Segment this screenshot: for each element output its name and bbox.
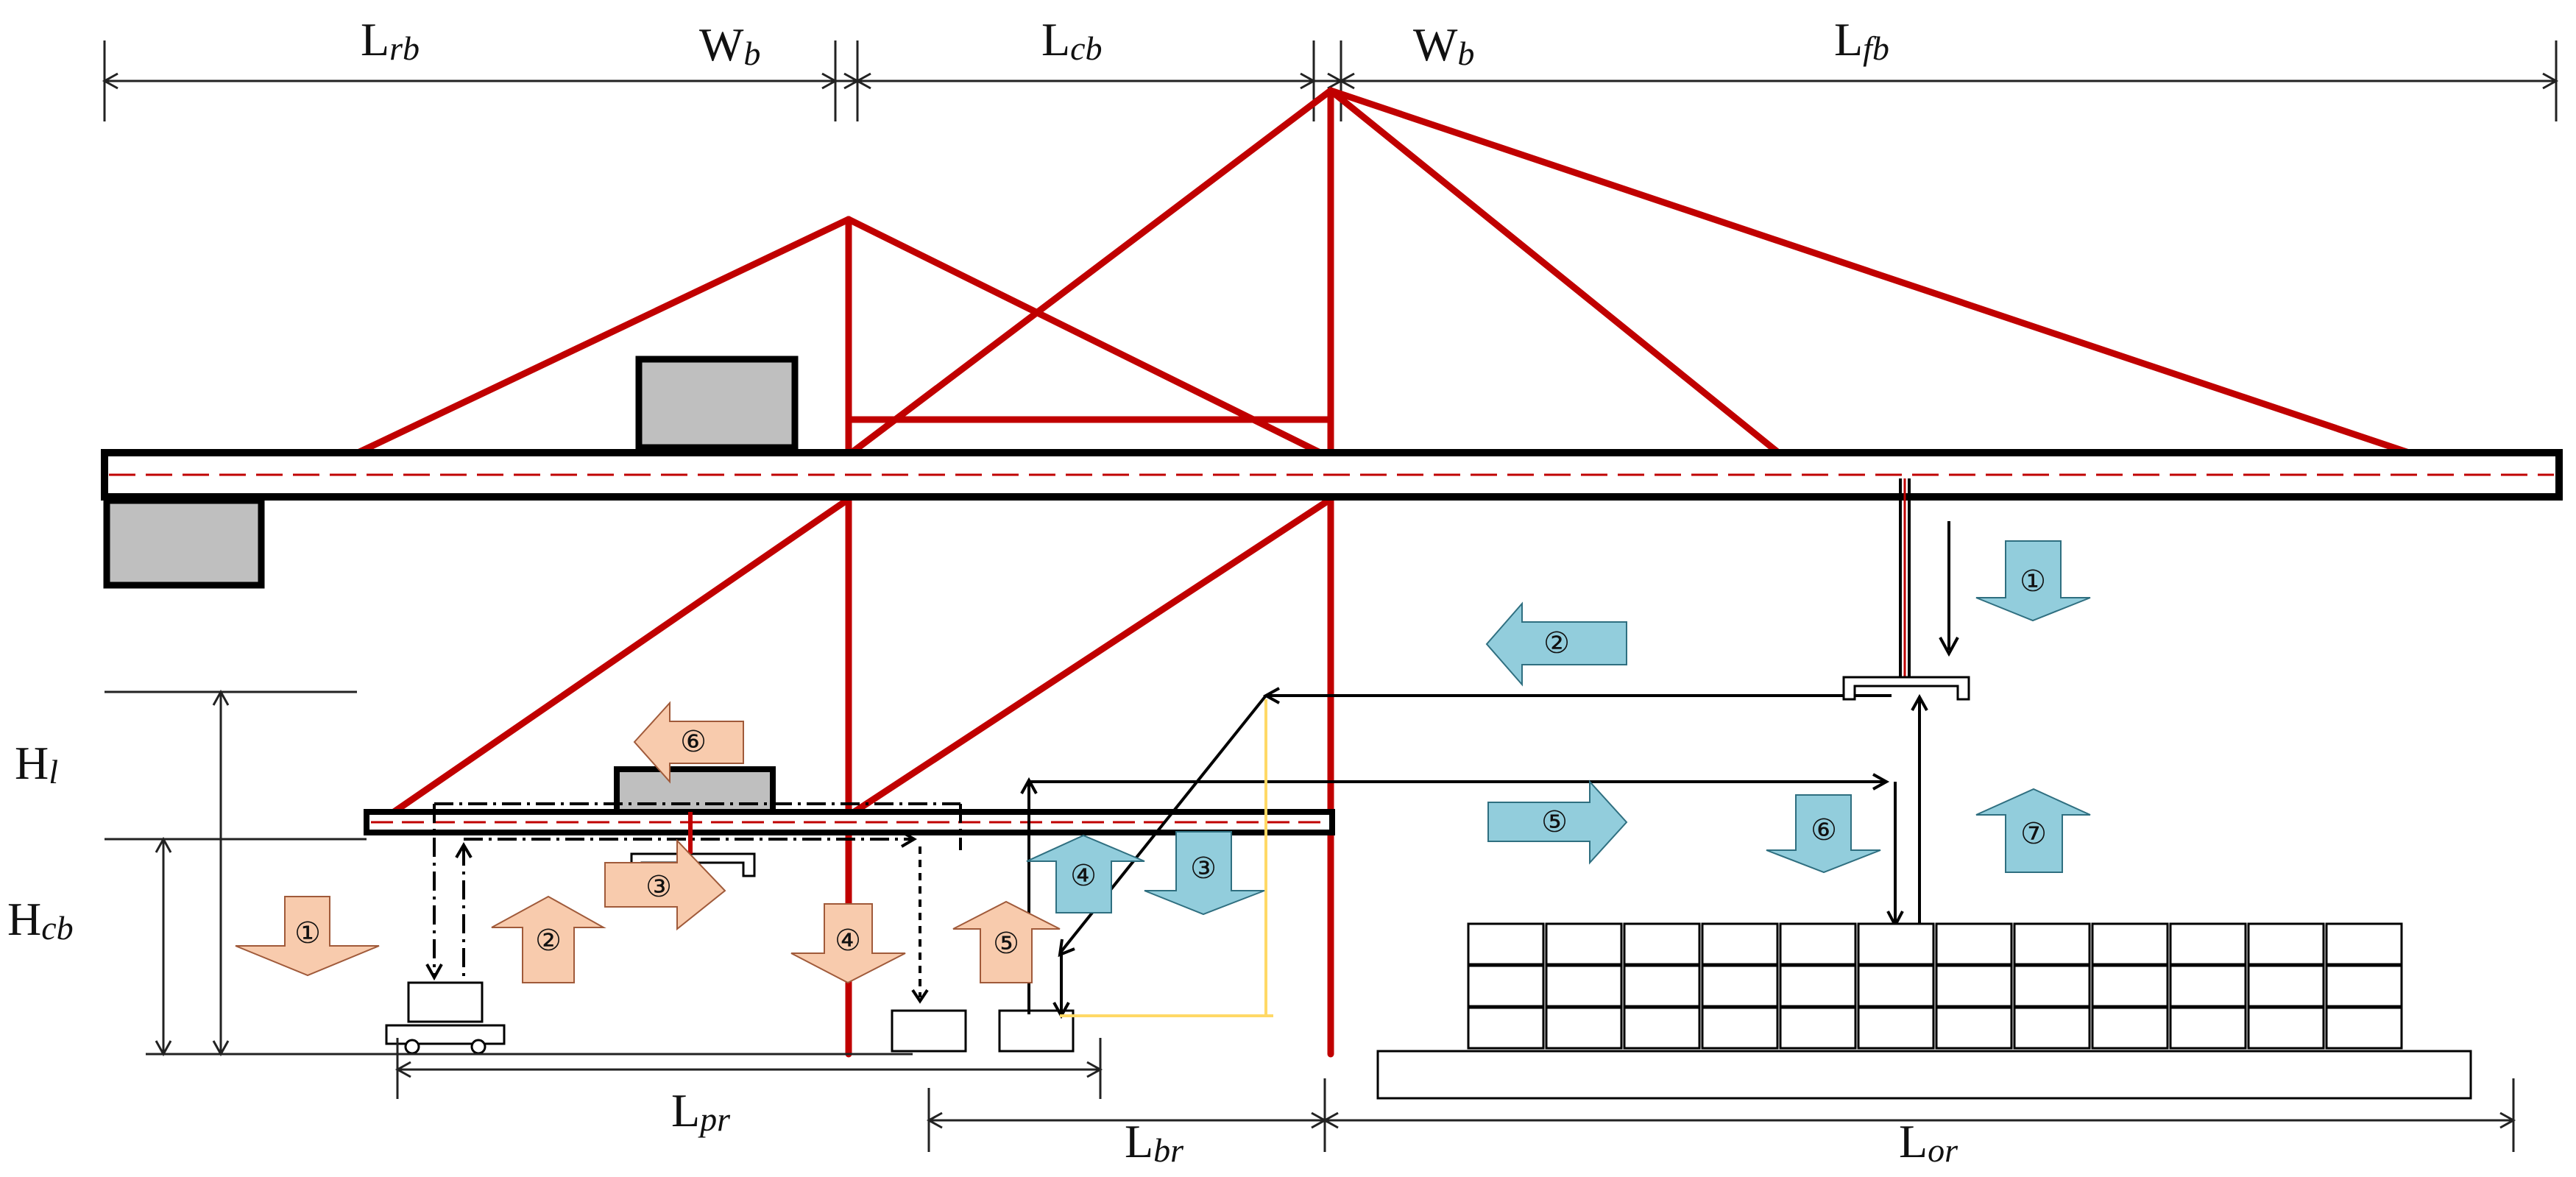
svg-text:③: ③ — [645, 870, 672, 904]
yellow-path — [1060, 699, 1273, 1017]
svg-text:②: ② — [1543, 626, 1570, 660]
vessel-container — [2169, 922, 2247, 966]
main-spreader — [1842, 676, 1970, 701]
blue-step-2: ② — [1485, 601, 1627, 687]
vessel-container — [1623, 1006, 1701, 1050]
vessel-container — [2169, 964, 2247, 1008]
ground-container-1 — [891, 1009, 967, 1053]
label-front-boom: Lfb — [1834, 13, 1889, 67]
agv — [385, 981, 506, 1055]
svg-text:②: ② — [535, 924, 562, 958]
label-cross-beam-height: Hcb — [7, 893, 74, 947]
height-dimensions — [105, 689, 913, 1057]
vessel-container — [2169, 1006, 2247, 1050]
orange-step-3: ③ — [604, 838, 726, 931]
blue-step-6: ⑥ — [1766, 794, 1881, 874]
platform-beam — [364, 809, 1335, 835]
label-backreach: Lbr — [1125, 1115, 1184, 1169]
vessel-container — [2325, 922, 2403, 966]
svg-text:④: ④ — [1070, 859, 1097, 893]
vessel-container — [1545, 964, 1623, 1008]
vessel-container — [1623, 964, 1701, 1008]
vessel-container — [2247, 1006, 2325, 1050]
svg-text:⑤: ⑤ — [993, 927, 1019, 961]
svg-text:①: ① — [294, 916, 321, 950]
vessel-container — [1467, 922, 1545, 966]
blue-step-5: ⑤ — [1487, 780, 1628, 865]
platform-trolley — [614, 766, 776, 815]
vessel-container — [1857, 964, 1935, 1008]
label-backreach-width-right: Wb — [1413, 18, 1474, 72]
vessel-container — [2091, 1006, 2169, 1050]
vessel-container — [2247, 964, 2325, 1008]
vessel-container — [2325, 1006, 2403, 1050]
vessel-container — [1857, 1006, 1935, 1050]
bottom-dimensions — [394, 1038, 2516, 1152]
vessel-container — [1857, 922, 1935, 966]
vessel-container — [1935, 964, 2013, 1008]
vessel-container — [2325, 964, 2403, 1008]
vessel-container — [1779, 922, 1857, 966]
vessel-container — [1779, 964, 1857, 1008]
vessel-container — [1467, 964, 1545, 1008]
svg-text:⑥: ⑥ — [680, 725, 707, 759]
svg-text:③: ③ — [1190, 852, 1217, 886]
label-backreach-width-left: Wb — [699, 18, 760, 72]
label-lift-height: Hl — [15, 737, 58, 791]
label-platform-reach: Lpr — [671, 1084, 731, 1138]
vessel-container — [1623, 922, 1701, 966]
crane-structure — [350, 87, 2419, 1058]
main-boom — [101, 449, 2563, 501]
top-dimension-line — [102, 40, 2559, 121]
vessel-container — [1779, 1006, 1857, 1050]
orange-step-1: ① — [235, 896, 380, 977]
vessel-container — [2013, 964, 2091, 1008]
vessel-container — [1545, 922, 1623, 966]
label-rear-boom: Lrb — [361, 13, 420, 67]
vessel-container — [1701, 964, 1779, 1008]
svg-text:①: ① — [2020, 565, 2046, 598]
orange-step-6: ⑥ — [633, 701, 744, 784]
vessel-container — [2013, 1006, 2091, 1050]
vessel-container — [2091, 964, 2169, 1008]
container-stack — [1467, 922, 2403, 1050]
blue-step-4: ④ — [1026, 834, 1145, 913]
vessel-container — [2091, 922, 2169, 966]
label-outreach: Lor — [1899, 1115, 1958, 1169]
platform-paths — [425, 802, 962, 1004]
vessel-container — [2247, 922, 2325, 966]
svg-text:⑦: ⑦ — [2020, 817, 2047, 851]
label-cross-beam: Lcb — [1041, 13, 1103, 67]
counterweight — [103, 497, 265, 589]
orange-step-2: ② — [491, 895, 606, 983]
svg-text:⑤: ⑤ — [1541, 805, 1568, 839]
blue-step-7: ⑦ — [1975, 788, 2091, 873]
vessel-container — [1935, 922, 2013, 966]
vessel-container — [1545, 1006, 1623, 1050]
orange-step-5: ⑤ — [952, 900, 1061, 983]
vessel-container — [2013, 922, 2091, 966]
vessel-container — [1467, 1006, 1545, 1050]
vessel-container — [1701, 1006, 1779, 1050]
blue-step-3: ③ — [1144, 831, 1265, 916]
svg-text:⑥: ⑥ — [1811, 813, 1837, 847]
svg-text:④: ④ — [835, 924, 861, 958]
blue-step-1: ① — [1975, 540, 2091, 622]
vessel — [1376, 1050, 2472, 1100]
machinery-house — [635, 356, 799, 451]
orange-step-4: ④ — [790, 903, 906, 984]
vessel-container — [1935, 1006, 2013, 1050]
vessel-container — [1701, 922, 1779, 966]
